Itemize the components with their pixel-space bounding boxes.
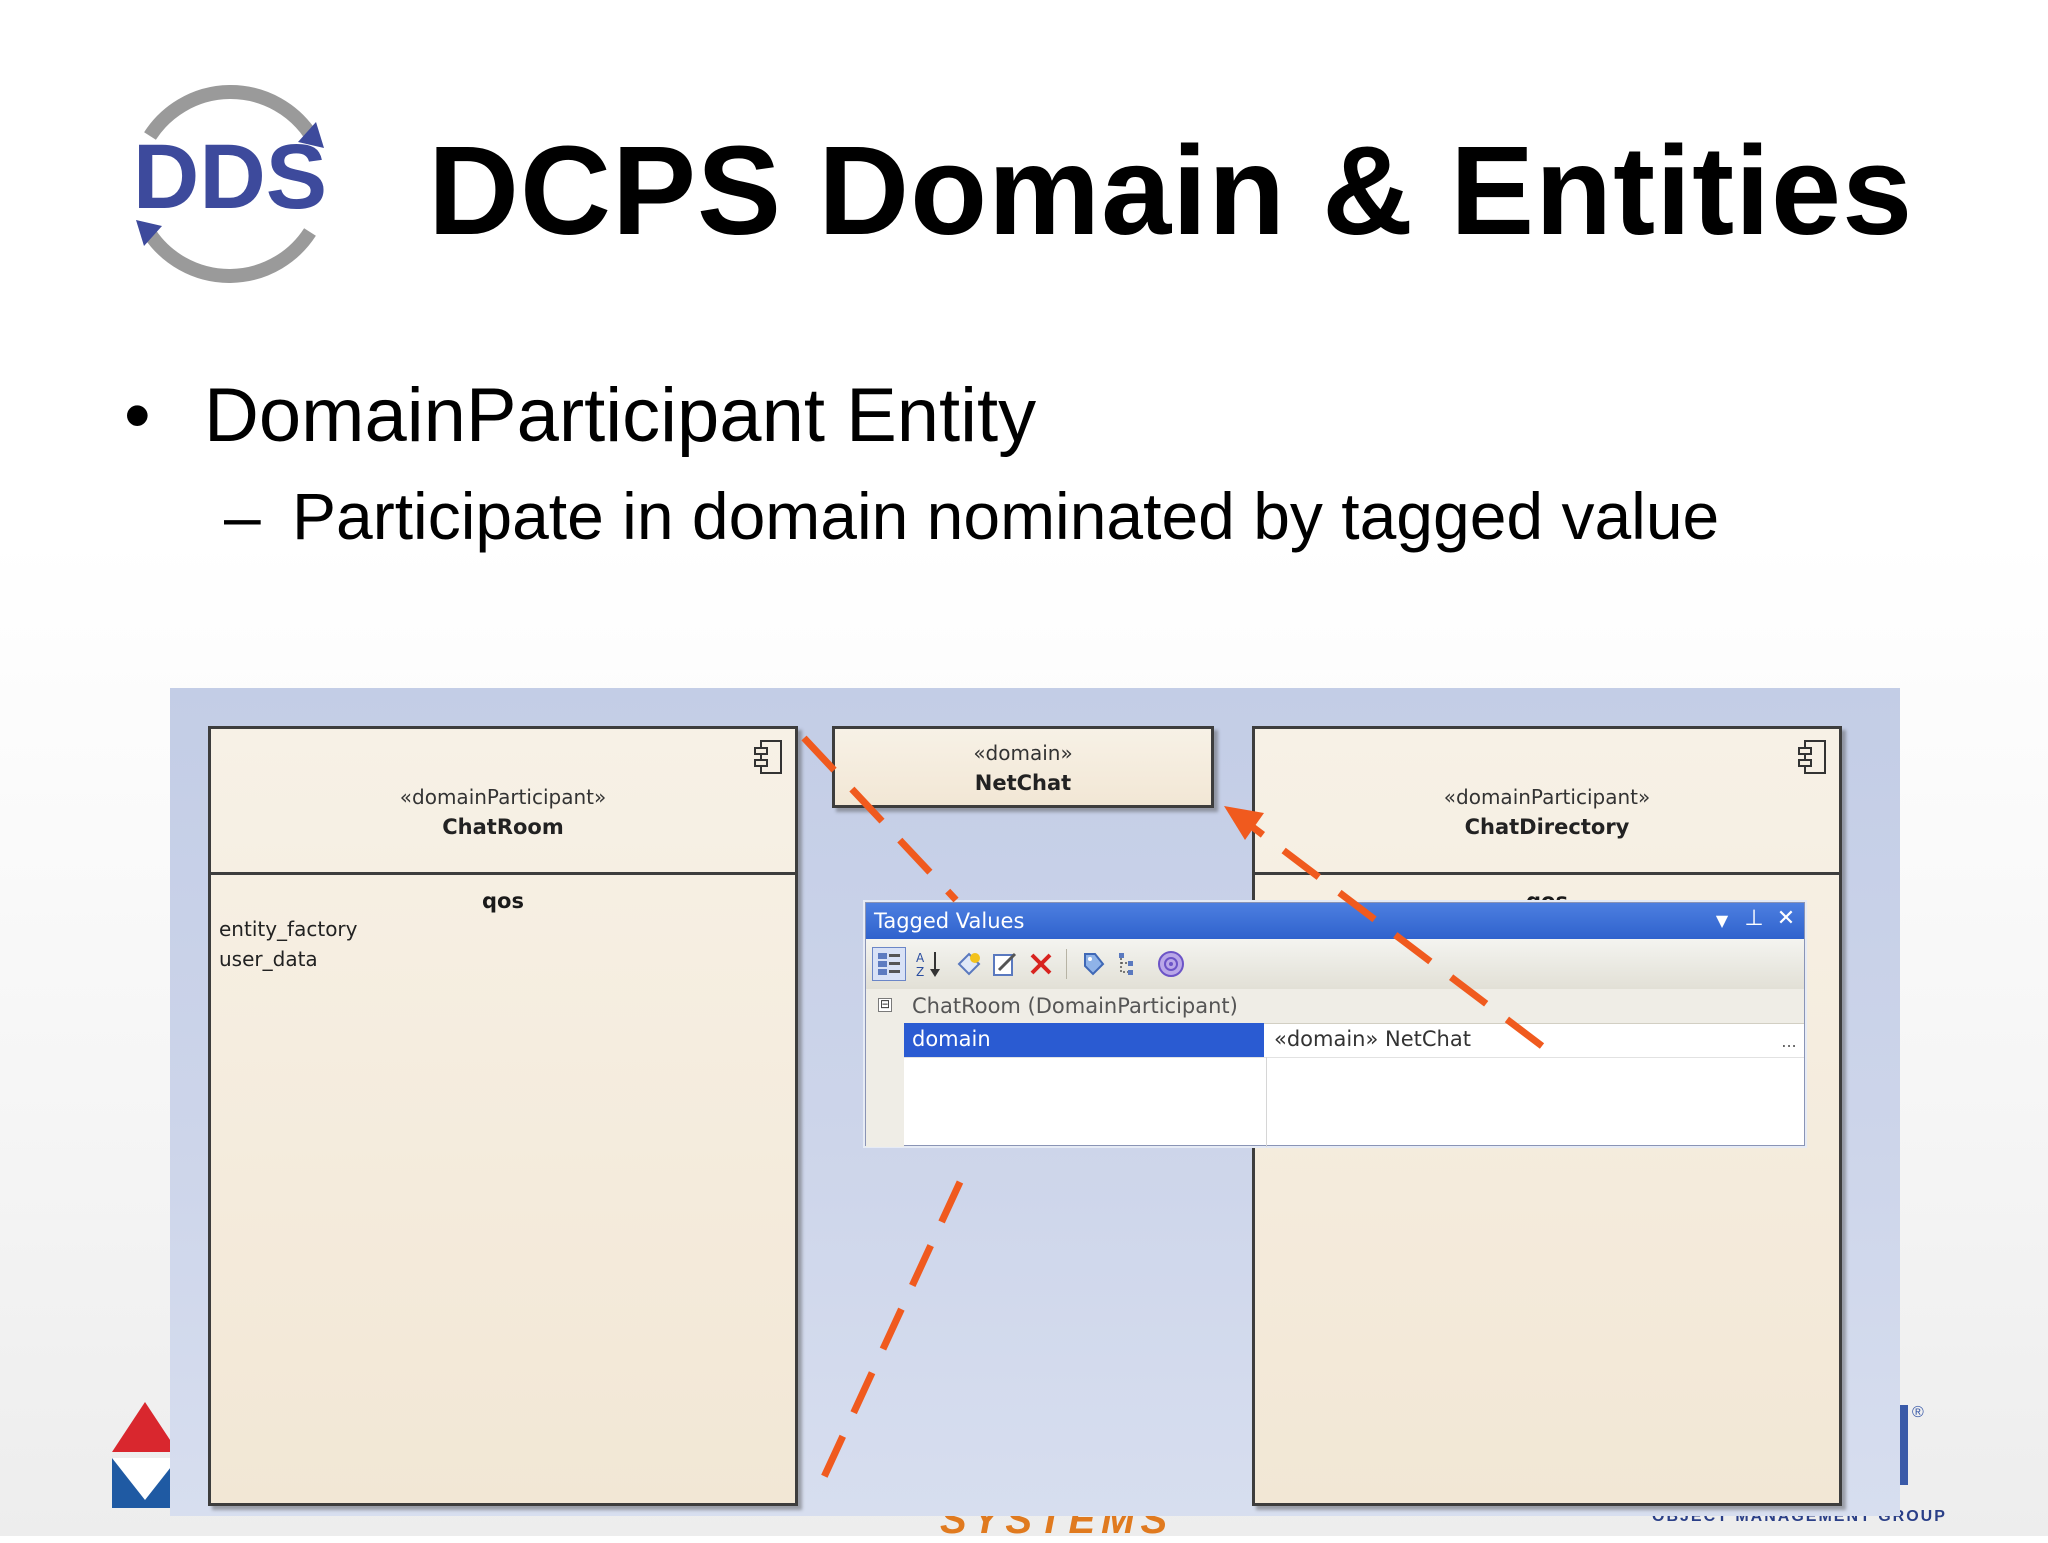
component-icon xyxy=(754,740,782,774)
close-icon[interactable]: ✕ xyxy=(1776,906,1796,931)
tagged-values-group-row[interactable]: ⊟ ChatRoom (DomainParticipant) xyxy=(866,989,1804,1024)
grid-column-divider xyxy=(1266,1057,1267,1147)
tagged-values-title: Tagged Values xyxy=(874,909,1025,933)
pin-icon[interactable]: ⊥ xyxy=(1744,906,1764,931)
attribute-entity-factory: entity_factory xyxy=(219,917,358,941)
domain-stereotype: «domain» xyxy=(973,741,1073,765)
svg-text:A: A xyxy=(916,951,925,965)
chatroom-qos-title: qos xyxy=(482,889,524,913)
tagged-values-titlebar[interactable]: Tagged Values ▼ ⊥ ✕ xyxy=(866,903,1804,939)
chatroom-header: «domainParticipant» ChatRoom xyxy=(211,729,795,875)
tagged-value-ellipsis-button[interactable]: ... xyxy=(1781,1032,1797,1051)
bullet-text: DomainParticipant Entity xyxy=(204,373,1037,458)
chatroom-name: ChatRoom xyxy=(442,815,564,839)
bullet-item-1: • DomainParticipant Entity xyxy=(124,372,1036,459)
component-icon xyxy=(1798,740,1826,774)
sub-bullet-text: Participate in domain nominated by tagge… xyxy=(292,479,1720,553)
company-logo xyxy=(112,1402,178,1508)
dds-logo-text: DDS xyxy=(133,126,327,228)
dropdown-icon[interactable]: ▼ xyxy=(1715,911,1729,930)
collapse-icon[interactable]: ⊟ xyxy=(878,997,892,1012)
tagged-values-group-label: ChatRoom (DomainParticipant) xyxy=(912,994,1238,1018)
chatdirectory-name: ChatDirectory xyxy=(1464,815,1630,839)
delete-icon[interactable] xyxy=(1024,947,1058,981)
tagged-value-row[interactable]: domain «domain» NetChat ... xyxy=(904,1023,1804,1058)
svg-text:Z: Z xyxy=(916,965,924,979)
attribute-user-data: user_data xyxy=(219,947,318,971)
tagged-values-grid: domain «domain» NetChat ... xyxy=(866,1023,1804,1147)
tag-icon[interactable] xyxy=(1076,947,1110,981)
bullet-item-2: –Participate in domain nominated by tagg… xyxy=(224,478,1719,554)
netchat-domain-class[interactable]: «domain» NetChat xyxy=(832,726,1214,808)
chatdirectory-stereotype: «domainParticipant» xyxy=(1443,785,1651,809)
omg-registered-mark: ® xyxy=(1912,1404,1924,1421)
domain-name: NetChat xyxy=(974,771,1072,795)
help-icon[interactable] xyxy=(1154,947,1188,981)
bullet-marker: • xyxy=(124,373,151,458)
tagged-value-value[interactable]: «domain» NetChat xyxy=(1274,1027,1471,1051)
tagged-value-key[interactable]: domain xyxy=(904,1023,1264,1057)
grid-gutter xyxy=(866,1023,904,1147)
chatdirectory-header: «domainParticipant» ChatDirectory xyxy=(1255,729,1839,875)
chatroom-stereotype: «domainParticipant» xyxy=(399,785,607,809)
chatroom-component[interactable]: «domainParticipant» ChatRoom qos entity_… xyxy=(208,726,798,1506)
new-tag-icon[interactable] xyxy=(952,947,986,981)
dds-logo: DDS xyxy=(133,85,327,283)
edit-notes-icon[interactable] xyxy=(988,947,1022,981)
tree-view-icon[interactable] xyxy=(1112,947,1146,981)
categorized-view-icon[interactable] xyxy=(872,947,906,981)
sub-bullet-marker: – xyxy=(224,479,261,553)
toolbar-separator xyxy=(1066,949,1067,979)
slide-title: DCPS Domain & Entities xyxy=(428,120,1914,261)
